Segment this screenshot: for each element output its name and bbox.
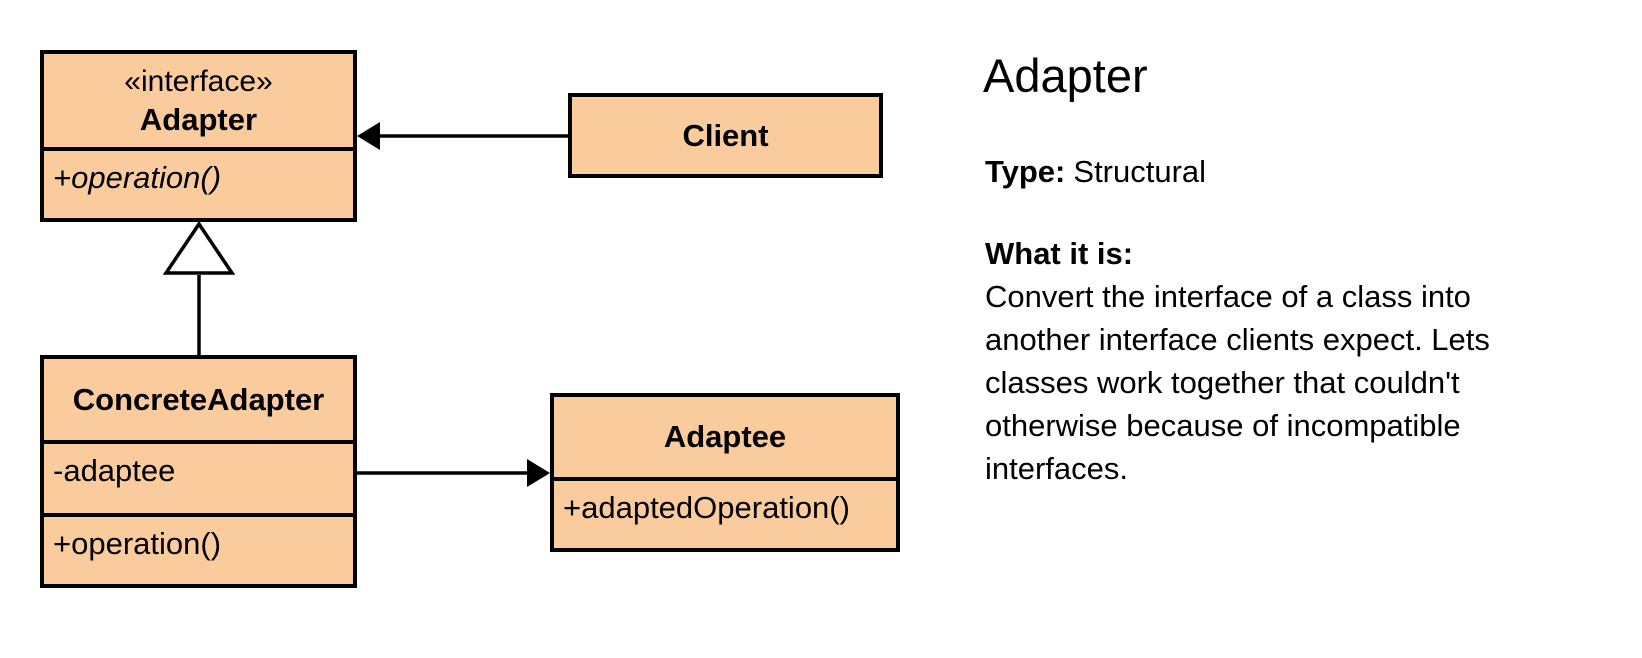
client-header: Client: [572, 97, 879, 174]
adaptee-header: Adaptee: [554, 397, 896, 477]
generalization-triangle-icon: [162, 220, 236, 275]
interface-adapter-header: «interface» Adapter: [44, 54, 353, 147]
client-class-box: Client: [568, 93, 883, 178]
what-it-is-heading: What it is:: [985, 236, 1134, 271]
adapted-operation-member: +adaptedOperation(): [563, 490, 850, 525]
concrete-adapter-name: ConcreteAdapter: [72, 381, 325, 417]
interface-adapter-class-box: «interface» Adapter +operation(): [40, 50, 357, 222]
adaptee-name: Adaptee: [663, 419, 787, 454]
client-name: Client: [682, 117, 769, 153]
operation-member: +operation(): [53, 526, 222, 561]
type-label: Type:: [985, 154, 1066, 189]
operation-member: +operation(): [53, 160, 222, 195]
interface-adapter-name: Adapter: [139, 101, 258, 137]
adaptee-operations: +adaptedOperation(): [554, 477, 896, 548]
description-line: Convert the interface of a class into: [985, 279, 1471, 314]
concrete-adapter-attributes: -adaptee: [44, 440, 353, 513]
pattern-type-line: Type:Structural: [985, 152, 1206, 192]
concrete-adapter-header: ConcreteAdapter: [44, 359, 353, 440]
pattern-title: Adapter: [983, 49, 1148, 102]
adaptee-class-box: Adaptee +adaptedOperation(): [550, 393, 900, 552]
concrete-adapter-operations: +operation(): [44, 513, 353, 584]
adaptee-attribute-member: -adaptee: [53, 453, 176, 488]
client-association-arrowhead-icon: [357, 122, 380, 150]
pattern-description-block: What it is: Convert the interface of a c…: [985, 232, 1545, 490]
adaptee-association-arrowhead-icon: [527, 459, 550, 487]
type-value: Structural: [1073, 154, 1207, 189]
description-line: otherwise because of incompatible: [985, 408, 1461, 443]
description-line: classes work together that couldn't: [985, 365, 1460, 400]
description-line: another interface clients expect. Lets: [985, 322, 1490, 357]
interface-adapter-operations: +operation(): [44, 147, 353, 196]
concrete-adapter-class-box: ConcreteAdapter -adaptee +operation(): [40, 355, 357, 588]
interface-stereotype: «interface»: [124, 64, 273, 98]
description-line: interfaces.: [985, 451, 1129, 486]
